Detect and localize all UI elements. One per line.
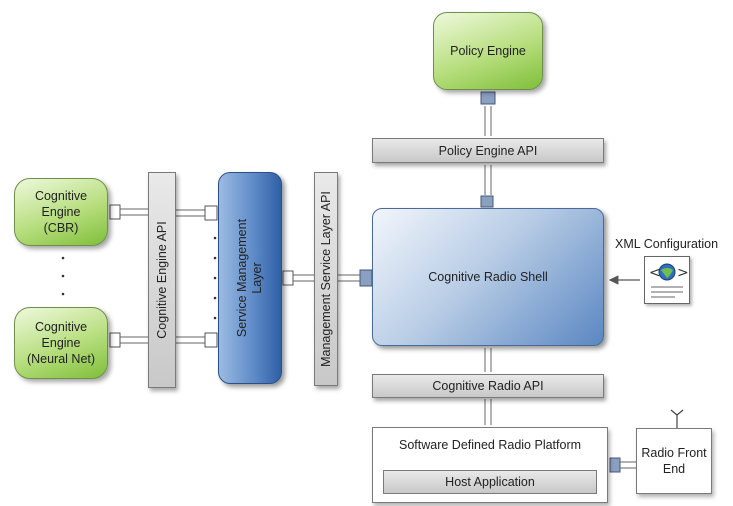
sdr-platform-label: Software Defined Radio Platform — [398, 438, 582, 452]
policy-engine-label: Policy Engine — [450, 44, 526, 58]
cognitive-engine-cbr-node: Cognitive Engine (CBR) — [14, 178, 108, 246]
cognitive-engine-nn-line3: (Neural Net) — [26, 352, 96, 366]
arrow-mslapi-to-shell — [338, 269, 373, 287]
arrow-crapi-to-sdr — [484, 399, 492, 425]
service-management-layer-label: Service Management Layer — [235, 219, 265, 337]
cognitive-engine-cbr-line2: Engine — [41, 205, 81, 219]
dotted-engines — [61, 256, 65, 296]
arrow-sdr-to-frontend — [609, 457, 636, 473]
arrow-ceapi-to-sml-bottom — [176, 332, 218, 348]
cognitive-radio-shell-label: Cognitive Radio Shell — [428, 270, 548, 284]
cognitive-engine-nn-line1: Cognitive — [34, 320, 88, 334]
management-service-layer-api-label: Management Service Layer API — [319, 191, 333, 367]
arrow-sml-to-mslapi — [282, 270, 316, 286]
arrow-policy-to-api — [480, 91, 496, 136]
policy-engine-node: Policy Engine — [433, 12, 543, 90]
xml-document-icon: < > — [644, 256, 690, 304]
radio-front-end-label-line1: Radio Front — [641, 446, 707, 460]
policy-engine-api-bar: Policy Engine API — [372, 138, 604, 163]
service-management-layer-line1: Service Management — [235, 218, 249, 338]
arrow-shell-to-crapi — [484, 348, 492, 372]
arrow-api-to-shell — [480, 165, 494, 208]
cognitive-engine-cbr-line3: (CBR) — [43, 221, 79, 235]
cognitive-engine-nn-node: Cognitive Engine (Neural Net) — [14, 307, 108, 379]
xml-configuration-label: XML Configuration — [615, 237, 719, 251]
policy-engine-api-label: Policy Engine API — [438, 143, 538, 158]
cognitive-engine-api-bar: Cognitive Engine API — [148, 172, 176, 388]
host-application-box: Host Application — [383, 470, 597, 494]
cognitive-radio-api-label: Cognitive Radio API — [432, 379, 544, 393]
service-management-layer-node: Service Management Layer — [218, 172, 282, 384]
arrow-ceapi-to-sml-top — [176, 205, 218, 221]
arrow-cbr-to-ceapi — [109, 204, 148, 220]
dotted-link — [213, 236, 217, 320]
radio-front-end-node: Radio Front End — [636, 428, 712, 494]
radio-front-end-label-line2: End — [662, 462, 686, 476]
svg-text:>: > — [677, 265, 689, 281]
cognitive-radio-shell-node: Cognitive Radio Shell — [372, 208, 604, 346]
cognitive-engine-nn-line2: Engine — [41, 336, 81, 350]
service-management-layer-line2: Layer — [250, 262, 264, 294]
host-application-label: Host Application — [445, 475, 535, 489]
cognitive-engine-cbr-line1: Cognitive — [34, 189, 88, 203]
management-service-layer-api-bar: Management Service Layer API — [314, 172, 338, 386]
sdr-platform-node: Software Defined Radio Platform Host App… — [372, 427, 608, 503]
arrow-nn-to-ceapi — [109, 332, 148, 348]
svg-text:<: < — [649, 265, 661, 281]
cognitive-radio-api-bar: Cognitive Radio API — [372, 374, 604, 398]
antenna-icon — [670, 409, 684, 428]
cognitive-engine-api-label: Cognitive Engine API — [155, 221, 169, 339]
